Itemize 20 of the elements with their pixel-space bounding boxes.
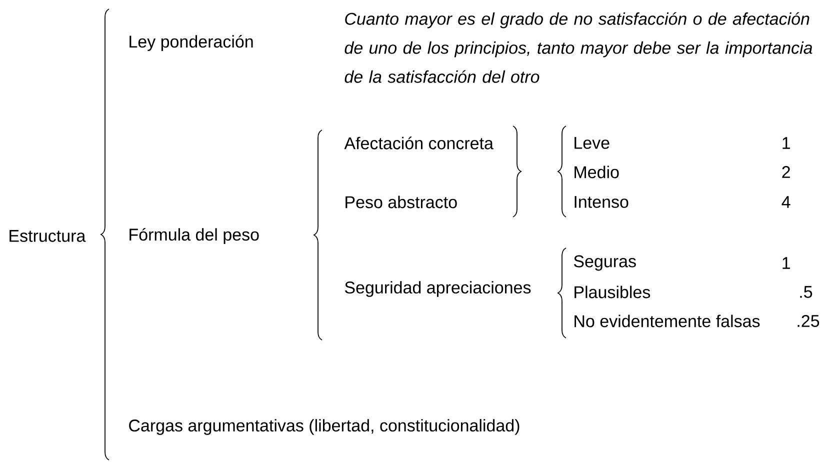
category-label: Fórmula del peso (130, 228, 259, 244)
category-label: Leve (574, 137, 610, 149)
definition-text: Cuanto mayor es el grado de no satisfacción o de afectación de uno de los principios, tanto mayor debe ser la importancia de la satisfacción del otro (344, 12, 812, 83)
category-label: Intenso (574, 196, 628, 208)
value-label: 1 (782, 257, 790, 269)
category-label: No evidentemente falsas (574, 314, 760, 328)
category-label: Estructura (10, 230, 86, 242)
value-label: 1 (782, 137, 790, 149)
category-label: Cargas argumentativas (libertad, constitucionalidad) (129, 419, 520, 435)
value-label: 2 (782, 166, 790, 178)
category-label: Seguras (574, 255, 636, 271)
value-label: 4 (782, 196, 790, 208)
category-label: Afectación concreta (344, 136, 494, 150)
category-label: Seguridad apreciaciones (344, 281, 531, 297)
category-label: Medio (574, 166, 619, 178)
value-label: .5 (800, 286, 812, 298)
category-label: Peso abstracto (346, 196, 457, 208)
category-label: Plausibles (574, 286, 650, 298)
value-label: .25 (798, 314, 820, 328)
category-label: Ley ponderación (130, 34, 253, 52)
